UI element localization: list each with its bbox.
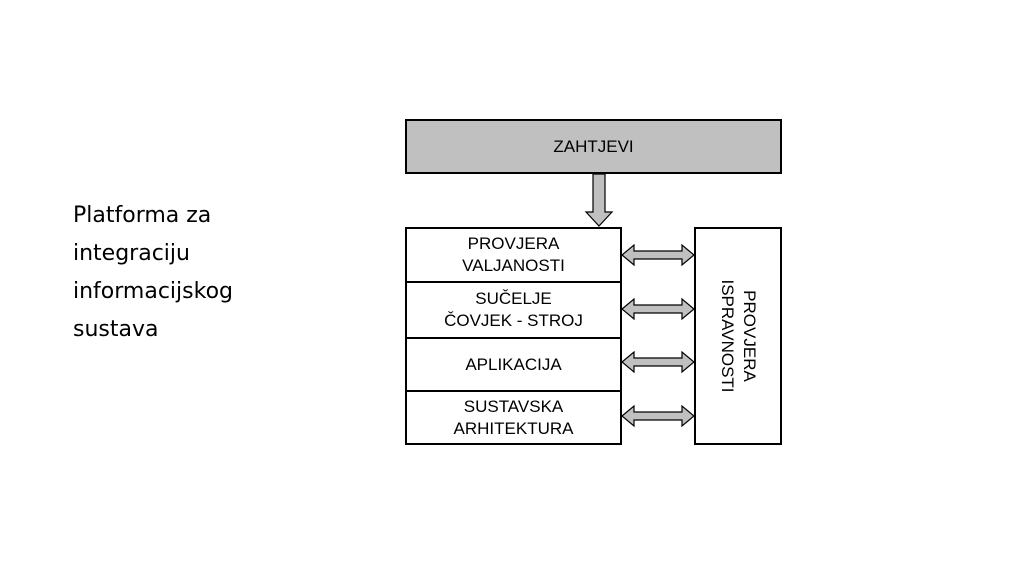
title-line-3: informacijskog [73,279,233,304]
layer-system-architecture: SUSTAVSKA ARHITEKTURA [407,392,620,443]
title-line-2: integraciju [73,241,190,266]
layer-validation: PROVJERA VALJANOSTI [407,229,620,283]
layer-application: APLIKACIJA [407,339,620,392]
layer-validation-line-2: VALJANOSTI [462,256,565,275]
layer-architecture-line-2: ARHITEKTURA [453,418,574,438]
double-arrow-icon-3 [621,350,695,374]
slide-title: Platforma za integraciju informacijskog … [73,197,333,349]
layer-application-line-1: APLIKACIJA [465,354,562,374]
layer-validation-line-1: PROVJERA [467,234,560,253]
double-arrow-icon-4 [621,404,695,428]
requirements-label: ZAHTJEVI [553,136,634,156]
down-arrow-icon [584,173,614,227]
double-arrow-icon-2 [621,297,695,321]
title-line-4: sustava [73,317,159,342]
double-arrow-icon-1 [621,243,695,267]
layer-hmi-line-2: ČOVJEK - STROJ [444,311,583,330]
requirements-box: ZAHTJEVI [405,119,782,174]
layer-human-machine-interface: SUČELJE ČOVJEK - STROJ [407,283,620,339]
title-line-1: Platforma za [73,203,212,228]
layer-stack: PROVJERA VALJANOSTI SUČELJE ČOVJEK - STR… [405,227,622,445]
layer-architecture-line-1: SUSTAVSKA [463,396,564,416]
verification-box: PROVJERA ISPRAVNOSTI [694,227,782,445]
layer-hmi-line-1: SUČELJE [475,289,552,308]
